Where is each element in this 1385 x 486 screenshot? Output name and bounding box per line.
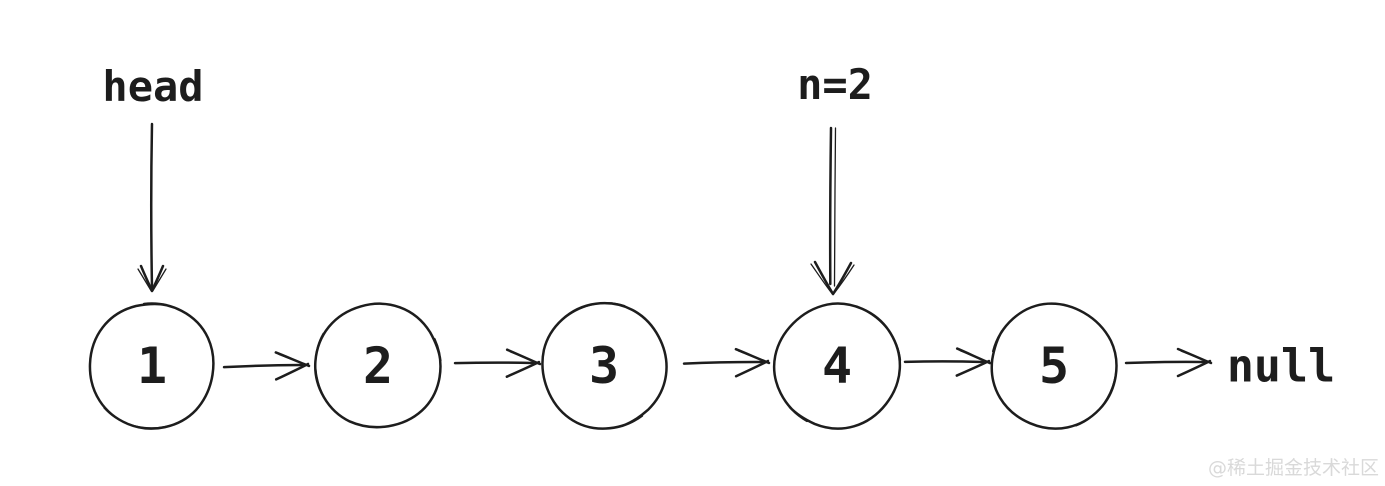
head-arrow xyxy=(137,122,167,293)
edge-arrow-3-4 xyxy=(682,347,771,378)
head-pointer-label: head xyxy=(102,62,204,111)
node-value-4: 4 xyxy=(821,337,853,395)
node-value-5: 5 xyxy=(1038,337,1070,395)
edge-arrow-2-3 xyxy=(453,347,542,379)
node-value-1: 1 xyxy=(136,337,168,395)
n-pointer-label: n=2 xyxy=(797,60,873,109)
edge-arrow-1-2 xyxy=(222,350,311,382)
null-terminator-label: null xyxy=(1226,339,1336,393)
n-arrow xyxy=(810,126,855,296)
node-value-3: 3 xyxy=(588,337,620,395)
edge-arrow-5-null xyxy=(1124,347,1213,378)
edge-arrow-4-5 xyxy=(903,346,992,378)
node-value-2: 2 xyxy=(362,337,394,395)
watermark: @稀土掘金技术社区 xyxy=(1207,457,1379,480)
